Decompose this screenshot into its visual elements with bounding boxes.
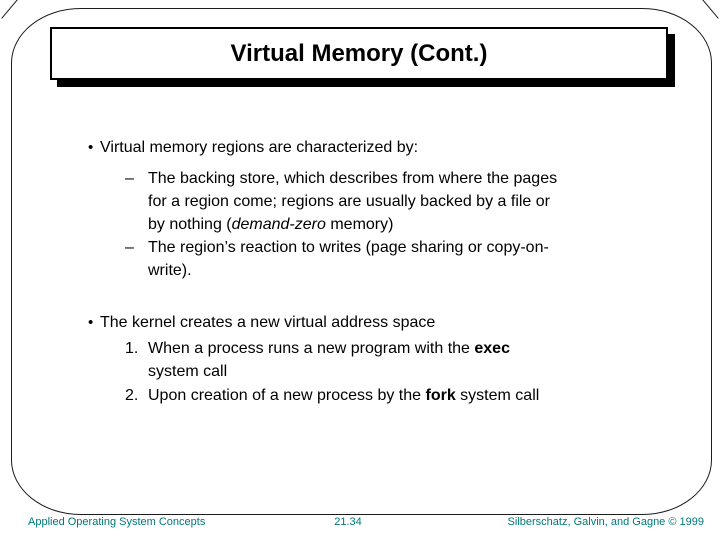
numbered-item: 1. When a process runs a new program wit… [125,337,636,383]
dash-icon: – [125,170,134,187]
italic-term: demand-zero [231,216,326,233]
number-label: 2. [125,387,139,404]
sub-bullet-text: The region’s reaction to writes (page sh… [148,236,636,282]
text-line: by nothing (demand-zero memory) [148,213,636,236]
number-label: 1. [125,340,139,357]
bold-term: exec [474,340,510,357]
text-line: When a process runs a new program with t… [148,337,636,360]
corner-mark-top-right [701,0,719,19]
text-segment: by nothing ( [148,216,232,233]
sub-bullet-text: The backing store, which describes from … [148,167,636,236]
text-line: write). [148,262,192,279]
corner-mark-top-left [1,0,19,19]
bullet-text: Virtual memory regions are characterized… [100,139,419,156]
numbered-item-text: Upon creation of a new process by the fo… [148,384,636,407]
sub-bullet-item: – The backing store, which describes fro… [125,167,636,236]
bullet-text: The kernel creates a new virtual address… [100,314,436,331]
title-box: Virtual Memory (Cont.) [50,27,668,80]
bullet-icon: • [88,314,94,331]
text-line: system call [148,363,228,380]
text-segment: Upon creation of a new process by the [148,387,426,404]
footer-course-name: Applied Operating System Concepts [28,516,206,528]
text-segment: system call [455,387,540,404]
bullet-item: • The kernel creates a new virtual addre… [88,311,636,334]
sub-bullet-item: – The region’s reaction to writes (page … [125,236,636,282]
footer-authors: Silberschatz, Galvin, and Gagne © 1999 [507,516,704,528]
text-line: Upon creation of a new process by the fo… [148,384,636,407]
slide-title: Virtual Memory (Cont.) [230,39,488,67]
dash-icon: – [125,239,134,256]
text-line: The region’s reaction to writes (page sh… [148,239,549,256]
text-line: for a region come; regions are usually b… [148,193,550,210]
numbered-item: 2. Upon creation of a new process by the… [125,384,636,407]
footer-page-number: 21.34 [334,516,362,528]
numbered-item-text: When a process runs a new program with t… [148,337,636,383]
text-segment: memory) [325,216,394,233]
text-segment: When a process runs a new program with t… [148,340,475,357]
text-line: The backing store, which describes from … [148,170,558,187]
slide-content: • Virtual memory regions are characteriz… [88,136,636,407]
slide-footer: Applied Operating System Concepts 21.34 … [0,514,720,534]
bullet-icon: • [88,139,94,156]
bullet-item: • Virtual memory regions are characteriz… [88,136,636,159]
slide-border [11,8,712,515]
bold-term: fork [425,387,456,404]
